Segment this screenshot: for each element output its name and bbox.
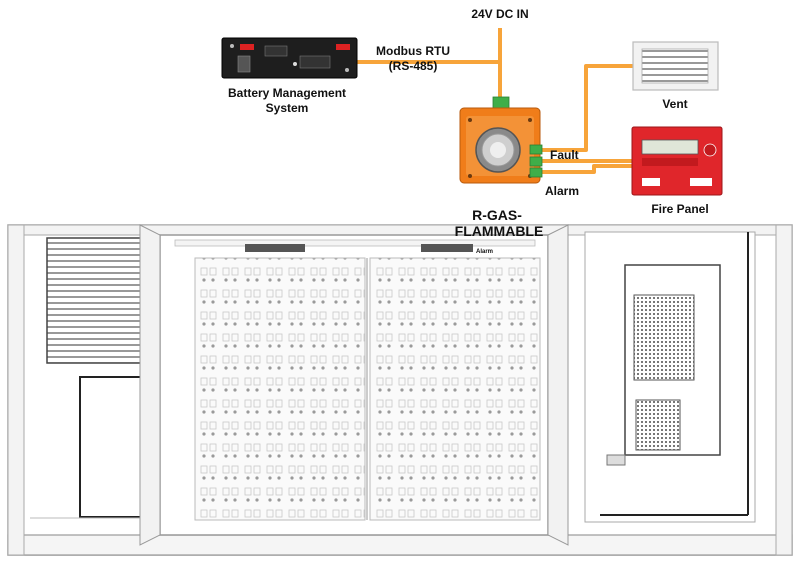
rack-label-right xyxy=(421,244,473,252)
fault-label: Fault xyxy=(550,148,579,162)
modbus-label-line1: Modbus RTU xyxy=(376,44,450,58)
vent-grille xyxy=(641,48,709,84)
wiring xyxy=(357,28,633,174)
bms-label-line1: Battery Management xyxy=(228,86,346,100)
fire-panel-device: Fire Panel xyxy=(631,126,723,216)
alarm-label: Alarm xyxy=(545,184,579,198)
power-input-label: 24V DC IN xyxy=(471,7,528,21)
fire-panel-label: Fire Panel xyxy=(651,202,708,216)
relay-terminal-1 xyxy=(529,144,543,155)
cabinet-handle xyxy=(606,454,626,466)
hvac-louver-panel xyxy=(46,237,146,364)
wire-fault-vent xyxy=(541,64,633,152)
container-base xyxy=(7,534,793,556)
wire-alarm-fire-panel-b xyxy=(541,164,632,174)
vent-device: Vent xyxy=(632,41,719,111)
vent-label: Vent xyxy=(662,97,687,111)
rack-label-left xyxy=(245,244,305,252)
battery-management-system: Battery Management System xyxy=(221,37,358,115)
relay-terminal-3 xyxy=(529,167,543,178)
sensor-top-terminal xyxy=(492,96,510,110)
gas-sensor-device xyxy=(459,96,543,184)
gas-type-line2: FLAMMABLE xyxy=(455,223,544,239)
storage-container: Alarm xyxy=(7,224,793,556)
relay-terminal-2 xyxy=(529,156,543,167)
fire-panel-screen xyxy=(641,139,699,155)
cabinet-vent-upper xyxy=(633,294,695,381)
right-door-leaf xyxy=(547,224,569,546)
battery-cells-right xyxy=(369,257,541,521)
modbus-label-line2: (RS-485) xyxy=(389,59,438,73)
left-service-panel xyxy=(79,376,146,518)
left-door-leaf xyxy=(139,224,161,546)
container-small-tag: Alarm xyxy=(476,249,493,255)
battery-cells-left xyxy=(194,257,366,521)
cabinet-vent-lower xyxy=(635,399,681,451)
gas-type-line1: R-GAS- xyxy=(472,207,522,223)
bms-label-line2: System xyxy=(266,101,309,115)
